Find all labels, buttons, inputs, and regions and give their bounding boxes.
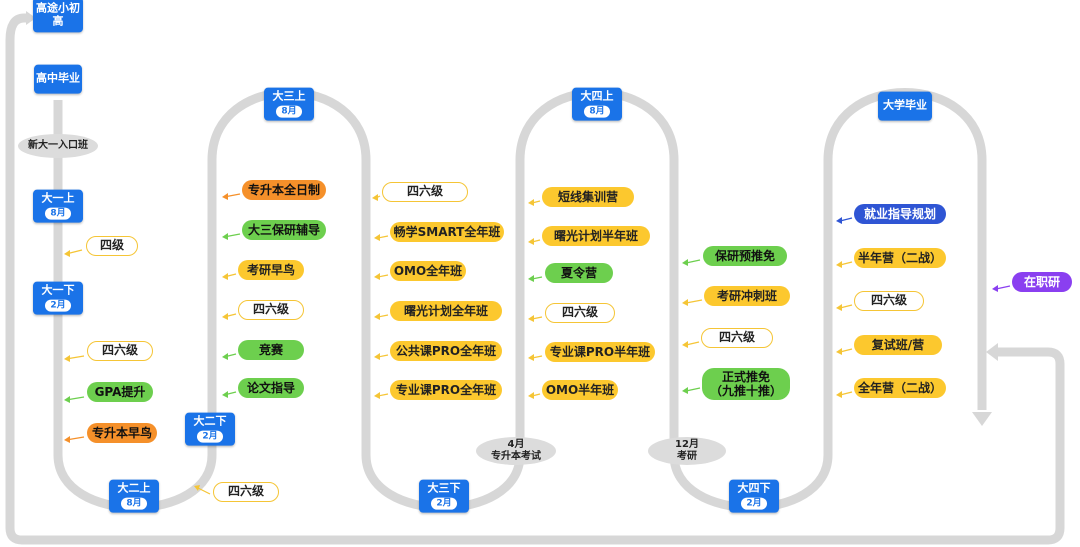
- course-pill[interactable]: 四六级: [87, 341, 153, 361]
- course-pill-line2: （九推十推）: [709, 384, 782, 398]
- course-pill[interactable]: 四六级: [213, 482, 279, 502]
- milestone-title: 大二上: [117, 481, 151, 495]
- milestone-title: 高中毕业: [36, 71, 80, 85]
- milestone-title: 大一上: [41, 191, 75, 205]
- course-pill[interactable]: 大三保研辅导: [242, 220, 326, 240]
- course-pill[interactable]: 保研预推免: [703, 246, 787, 266]
- milestone-title: 大三上: [272, 89, 306, 103]
- course-pill[interactable]: 论文指导: [238, 378, 304, 398]
- oval-text: 新大一入口班: [28, 140, 88, 151]
- course-pill[interactable]: OMO全年班: [390, 261, 466, 281]
- milestone-month: 8月: [276, 105, 302, 118]
- course-pill[interactable]: 在职研: [1012, 272, 1072, 292]
- course-pill[interactable]: 正式推免 （九推十推）: [702, 368, 790, 400]
- milestone-y2-up: 大二上 8月: [109, 479, 159, 513]
- course-pill[interactable]: 四级: [86, 236, 138, 256]
- milestone-month: 2月: [197, 430, 223, 443]
- course-pill[interactable]: 四六级: [701, 328, 773, 348]
- oval-dec-exam: 12月 考研: [648, 437, 726, 465]
- course-pill[interactable]: 畅学SMART全年班: [390, 222, 504, 242]
- milestone-title: 大四下: [737, 481, 771, 495]
- course-pill[interactable]: 曙光计划全年班: [390, 301, 502, 321]
- milestone-month: 2月: [741, 497, 767, 510]
- course-pill[interactable]: 曙光计划半年班: [542, 226, 650, 246]
- milestone-top-start: 高途小初高: [33, 0, 83, 33]
- course-pill[interactable]: 考研冲刺班: [704, 286, 790, 306]
- course-pill[interactable]: 四六级: [238, 300, 304, 320]
- milestone-title: 大一下: [41, 283, 75, 297]
- milestone-y2-down: 大二下 2月: [185, 412, 235, 446]
- course-pill[interactable]: 四六级: [382, 182, 468, 202]
- milestone-title: 大二下: [193, 414, 227, 428]
- course-pill[interactable]: 复试班/营: [854, 335, 942, 355]
- milestone-title: 大三下: [427, 481, 461, 495]
- milestone-month: 2月: [431, 497, 457, 510]
- oval-text: 12月: [675, 439, 699, 450]
- course-pill[interactable]: 专业课PRO全年班: [390, 380, 502, 400]
- oval-freshman-entry: 新大一入口班: [18, 134, 98, 158]
- oval-text: 4月: [507, 439, 525, 450]
- milestone-title: 大四上: [580, 89, 614, 103]
- course-pill[interactable]: 就业指导规划: [854, 204, 946, 224]
- milestone-y1-up: 大一上 8月: [33, 189, 83, 223]
- milestone-month: 8月: [45, 207, 71, 220]
- course-pill[interactable]: 夏令营: [545, 263, 613, 283]
- course-pill[interactable]: GPA提升: [87, 382, 153, 402]
- course-pill[interactable]: 四六级: [545, 303, 615, 323]
- oval-text-line2: 考研: [677, 451, 697, 462]
- course-pill[interactable]: 四六级: [854, 291, 924, 311]
- oval-text-line2: 专升本考试: [491, 451, 541, 462]
- milestone-title: 大学毕业: [883, 98, 927, 112]
- milestone-y3-down: 大三下 2月: [419, 479, 469, 513]
- milestone-y4-down: 大四下 2月: [729, 479, 779, 513]
- course-pill[interactable]: 考研早鸟: [238, 260, 304, 280]
- course-pill[interactable]: 公共课PRO全年班: [390, 341, 502, 361]
- course-pill[interactable]: 专升本早鸟: [87, 423, 157, 443]
- course-pill[interactable]: 专升本全日制: [242, 180, 326, 200]
- milestone-uni-grad: 大学毕业: [878, 91, 932, 121]
- course-pill[interactable]: 竞赛: [238, 340, 304, 360]
- milestone-month: 8月: [121, 497, 147, 510]
- course-pill[interactable]: 半年营（二战）: [854, 248, 946, 268]
- course-pill[interactable]: OMO半年班: [542, 380, 618, 400]
- milestone-month: 2月: [45, 299, 71, 312]
- course-pill-line1: 正式推免: [721, 370, 770, 384]
- oval-apr-exam: 4月 专升本考试: [476, 437, 556, 465]
- milestone-month: 8月: [584, 105, 610, 118]
- milestone-hs-grad: 高中毕业: [34, 64, 82, 94]
- course-pill[interactable]: 短线集训营: [542, 187, 634, 207]
- milestone-y3-up: 大三上 8月: [264, 87, 314, 121]
- milestone-title: 高途小初高: [36, 1, 80, 27]
- course-pill[interactable]: 专业课PRO半年班: [545, 342, 655, 362]
- course-pill[interactable]: 全年营（二战）: [854, 378, 946, 398]
- milestone-y4-up: 大四上 8月: [572, 87, 622, 121]
- milestone-y1-down: 大一下 2月: [33, 281, 83, 315]
